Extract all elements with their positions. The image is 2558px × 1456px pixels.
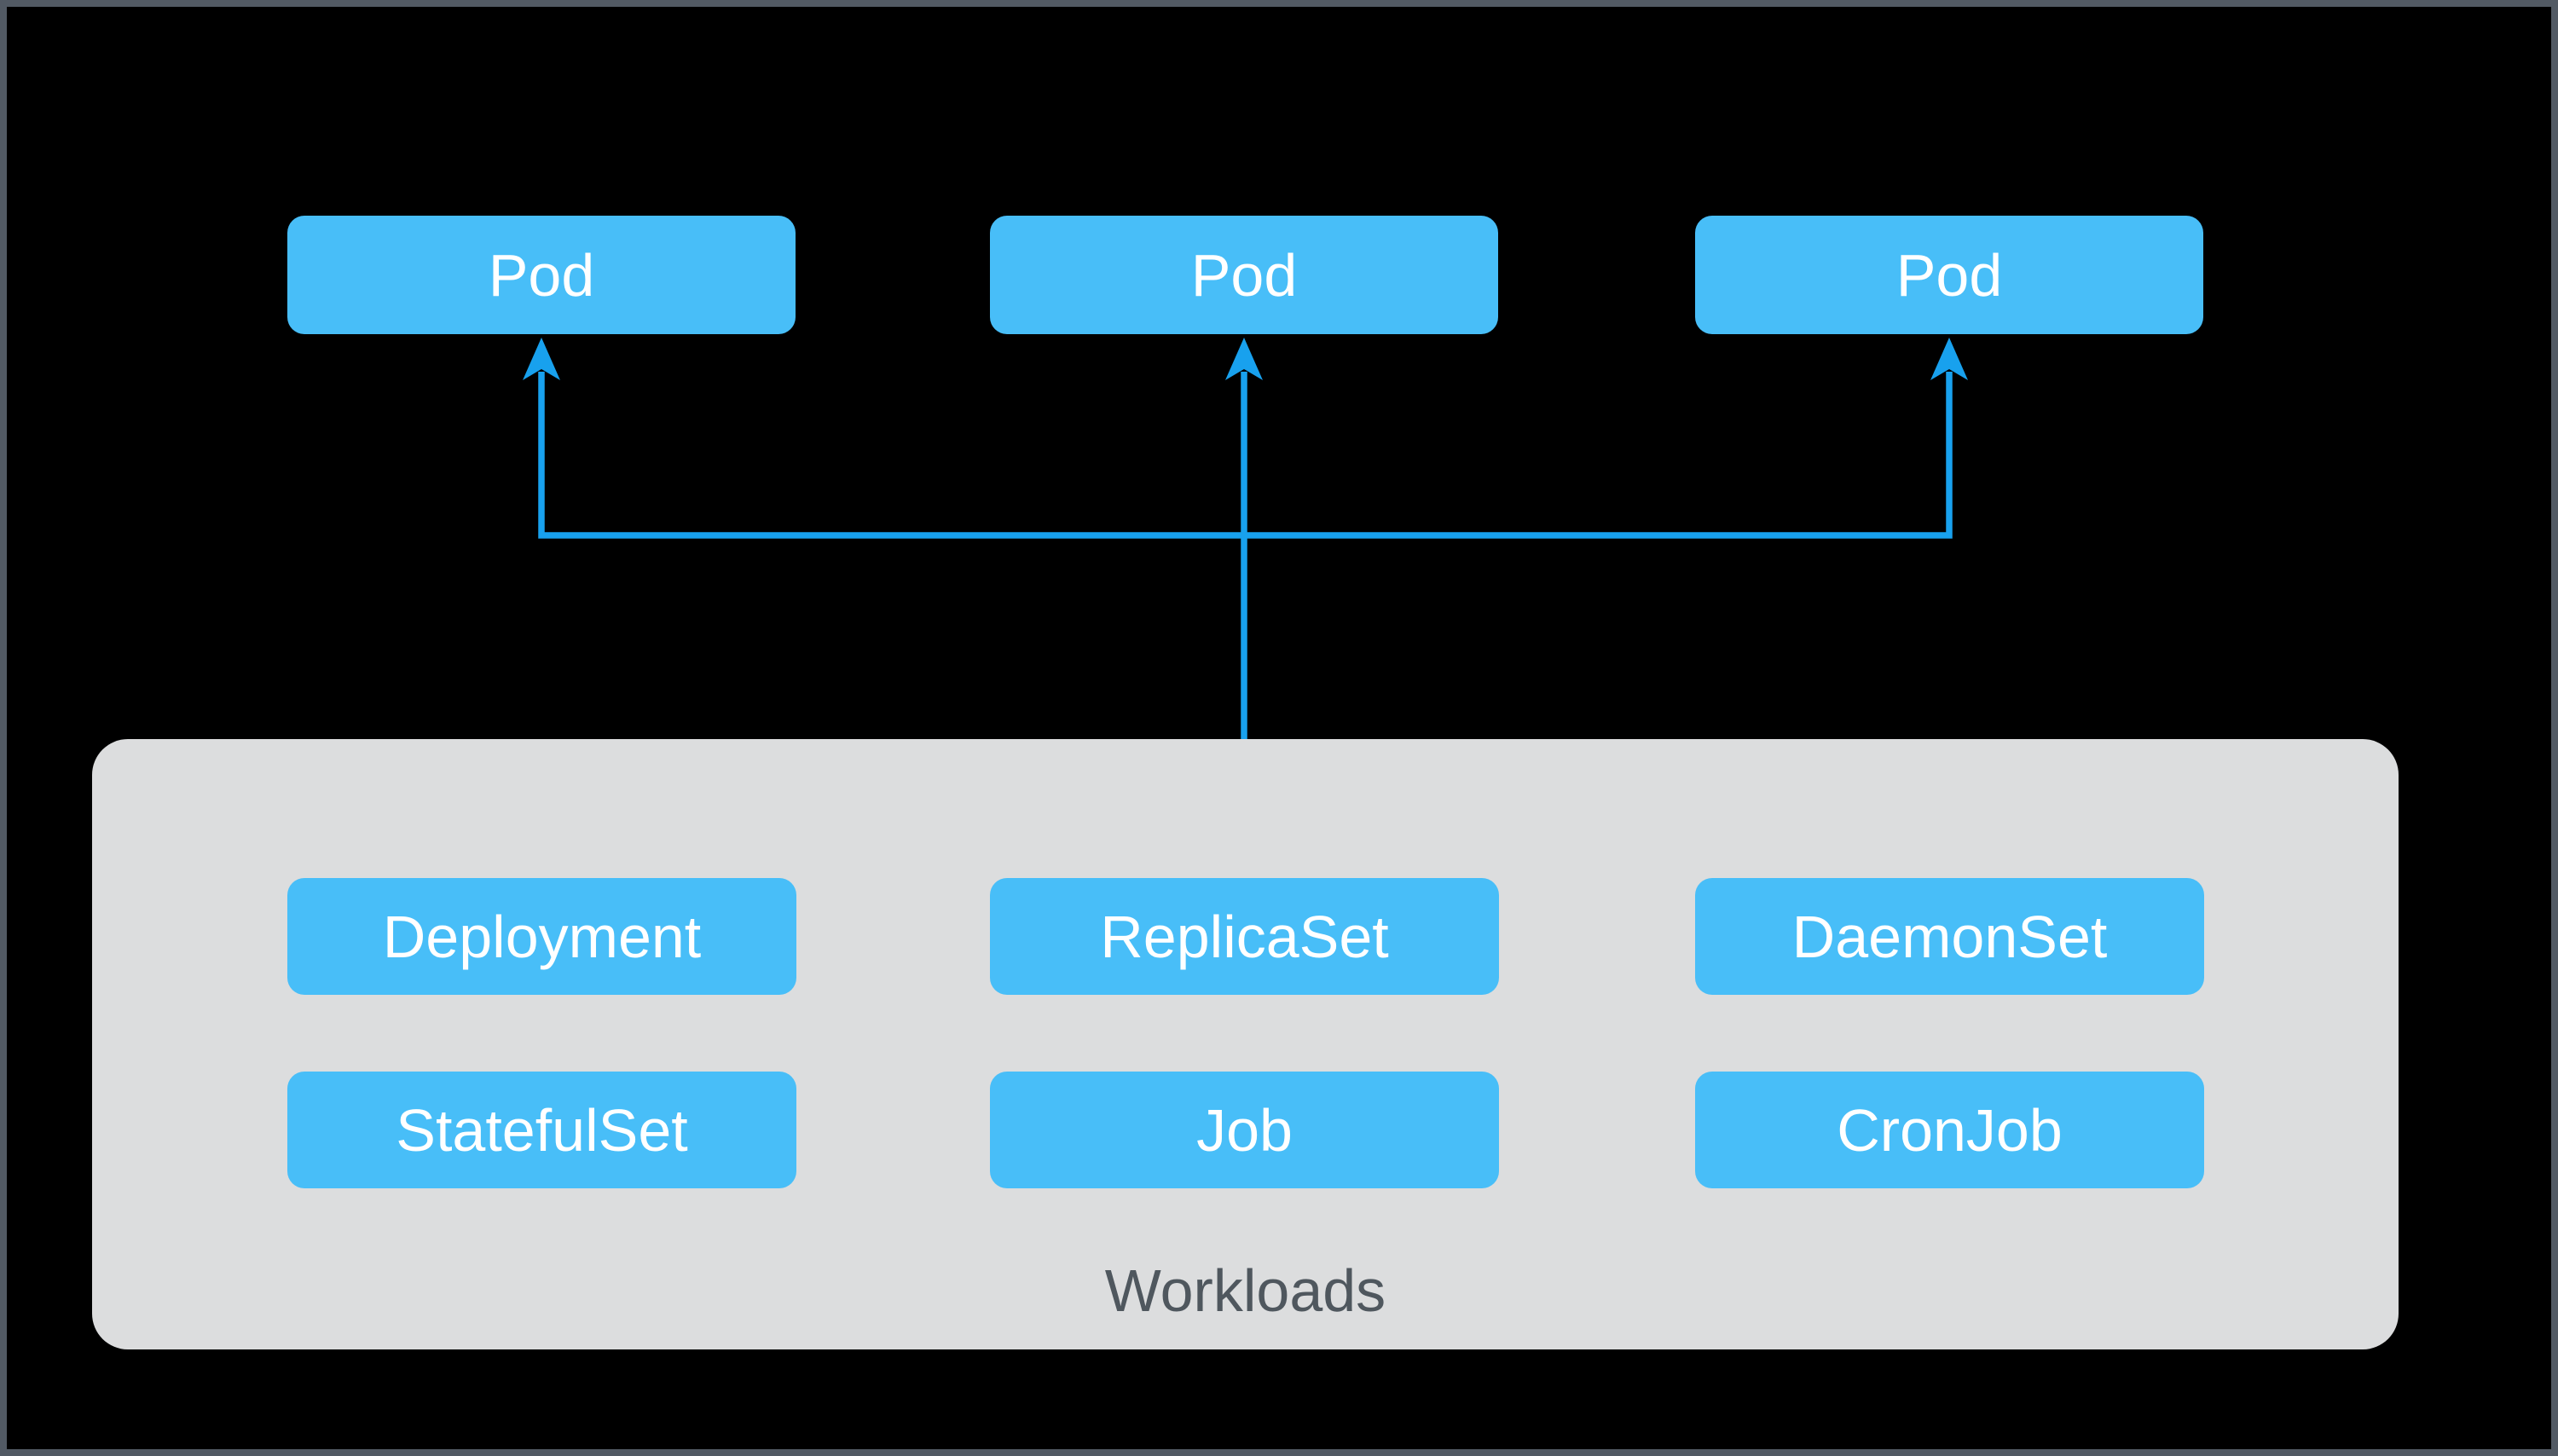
node-pod-middle: Pod bbox=[990, 216, 1498, 334]
node-pod-left: Pod bbox=[287, 216, 796, 334]
arrowhead-right-icon bbox=[1930, 338, 1968, 380]
node-daemonset: DaemonSet bbox=[1695, 878, 2204, 995]
arrowhead-middle-icon bbox=[1225, 338, 1263, 380]
node-job: Job bbox=[990, 1072, 1499, 1188]
workloads-container: Deployment ReplicaSet DaemonSet Stateful… bbox=[92, 739, 2399, 1349]
node-pod-right: Pod bbox=[1695, 216, 2203, 334]
arrowhead-left-icon bbox=[523, 338, 560, 380]
node-cronjob: CronJob bbox=[1695, 1072, 2204, 1188]
node-replicaset: ReplicaSet bbox=[990, 878, 1499, 995]
workloads-title: Workloads bbox=[1104, 1257, 1386, 1324]
node-deployment: Deployment bbox=[287, 878, 796, 995]
node-statefulset: StatefulSet bbox=[287, 1072, 796, 1188]
